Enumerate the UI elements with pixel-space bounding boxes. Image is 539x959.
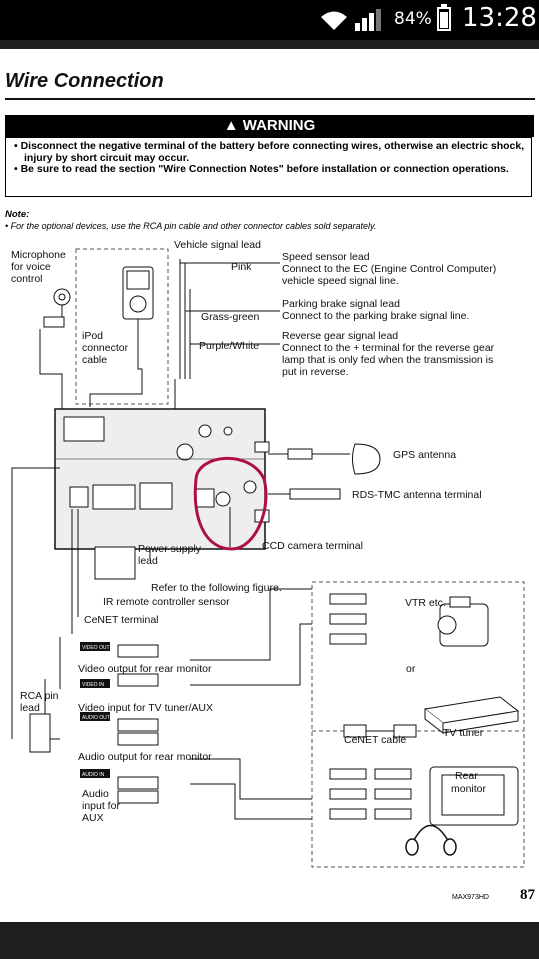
rca-pin-label-2: lead (20, 702, 40, 714)
video-input-label: Video input for TV tuner/AUX (78, 702, 213, 714)
tag-audio-out: AUDIO OUT (82, 715, 110, 721)
rca-connectors (29, 593, 412, 820)
ipod-label-3: cable (82, 354, 107, 366)
manual-page[interactable]: Wire Connection ▲ WARNING • Disconnect t… (0, 49, 539, 922)
tag-video-out: VIDEO OUT (82, 645, 110, 651)
ipod-label-2: connector (82, 342, 129, 354)
microphone-label-1: Microphone (11, 249, 66, 261)
speed-sensor-1: Speed sensor lead (282, 251, 370, 263)
ipod-icon (89, 266, 154, 407)
parking-brake-2: Connect to the parking brake signal line… (282, 310, 469, 322)
warning-icon: ▲ (223, 117, 239, 134)
rear-monitor-icon (429, 766, 519, 826)
cenet-cable-icon (343, 724, 417, 738)
battery-percent: 84% (394, 9, 432, 29)
warning-item: • Disconnect the negative terminal of th… (14, 140, 525, 164)
rear-monitor-label-2: monitor (451, 783, 487, 795)
battery-icon (437, 4, 451, 31)
parking-brake-1: Parking brake signal lead (282, 298, 400, 310)
camcorder-icon (437, 596, 489, 647)
note-label: Note: (5, 209, 30, 220)
tv-tuner-label: TV tuner (443, 727, 484, 739)
cenet-cable-label: CeNET cable (344, 734, 406, 746)
note-text: • For the optional devices, use the RCA … (5, 221, 377, 231)
bottom-bar (0, 922, 539, 959)
speed-sensor-2: Connect to the EC (Engine Control Comput… (282, 263, 496, 275)
page-title: Wire Connection (5, 70, 164, 92)
reverse-gear-1: Reverse gear signal lead (282, 330, 398, 342)
rds-tmc-label: RDS-TMC antenna terminal (352, 489, 482, 501)
ipod-label-1: iPod (82, 330, 103, 342)
rca-pin-label-1: RCA pin (20, 690, 59, 702)
ccd-camera-label: CCD camera terminal (262, 540, 363, 552)
or-label: or (406, 663, 416, 675)
reverse-gear-2: Connect to the + terminal for the revers… (282, 342, 495, 354)
warning-body: • Disconnect the negative terminal of th… (5, 137, 532, 197)
speed-sensor-3: vehicle speed signal line. (282, 275, 399, 287)
cenet-terminal-label: CeNET terminal (84, 614, 159, 626)
warning-header: ▲ WARNING (5, 115, 534, 137)
reverse-gear-4: put in reverse. (282, 366, 349, 378)
tag-audio-in: AUDIO IN (82, 772, 105, 778)
microphone-label-2: for voice (11, 261, 51, 273)
warning-heading: WARNING (242, 117, 316, 134)
audio-input-label-3: AUX (82, 812, 104, 824)
vtr-label: VTR etc. (405, 597, 446, 609)
audio-output-label: Audio output for rear monitor (78, 751, 212, 763)
signal-icon (355, 9, 385, 36)
pink-label: Pink (231, 261, 252, 273)
ir-remote-label: IR remote controller sensor (103, 596, 230, 608)
power-supply-connector-icon (94, 546, 136, 580)
rear-monitor-label-1: Rear (455, 770, 478, 782)
rds-tmc-connector-icon (289, 488, 341, 500)
power-supply-label-1: Power supply (138, 543, 202, 555)
wifi-icon (318, 8, 350, 37)
audio-input-label-2: input for (82, 800, 120, 812)
tv-tuner-icon (423, 696, 520, 735)
highlight-circle (193, 456, 268, 551)
warning-item: • Be sure to read the section "Wire Conn… (14, 163, 509, 175)
status-bar: 84% 13:28 (0, 0, 539, 40)
grass-green-label: Grass-green (201, 311, 260, 323)
headphones-icon (405, 824, 457, 856)
page-number: 87 (520, 887, 535, 903)
video-output-label: Video output for rear monitor (78, 663, 212, 675)
head-unit (54, 408, 270, 550)
audio-input-label-1: Audio (82, 788, 109, 800)
top-divider (0, 40, 539, 49)
wiring-diagram: VIDEO OUT VIDEO IN AUDIO OUT AUDIO IN (11, 239, 525, 868)
refer-figure-label: Refer to the following figure. (151, 582, 282, 594)
power-supply-label-2: lead (138, 555, 158, 567)
vehicle-signal-label: Vehicle signal lead (174, 239, 261, 251)
model-number: MAX973HD (452, 894, 489, 901)
tag-video-in: VIDEO IN (82, 682, 104, 688)
microphone-icon (39, 288, 71, 387)
reverse-gear-3: lamp that is only fed when the transmiss… (282, 354, 493, 366)
microphone-label-3: control (11, 273, 43, 285)
clock: 13:28 (462, 3, 537, 33)
gps-antenna-label: GPS antenna (393, 449, 456, 461)
purple-white-label: Purple/White (199, 340, 259, 352)
title-rule (5, 98, 535, 100)
gps-antenna-icon (287, 443, 381, 475)
